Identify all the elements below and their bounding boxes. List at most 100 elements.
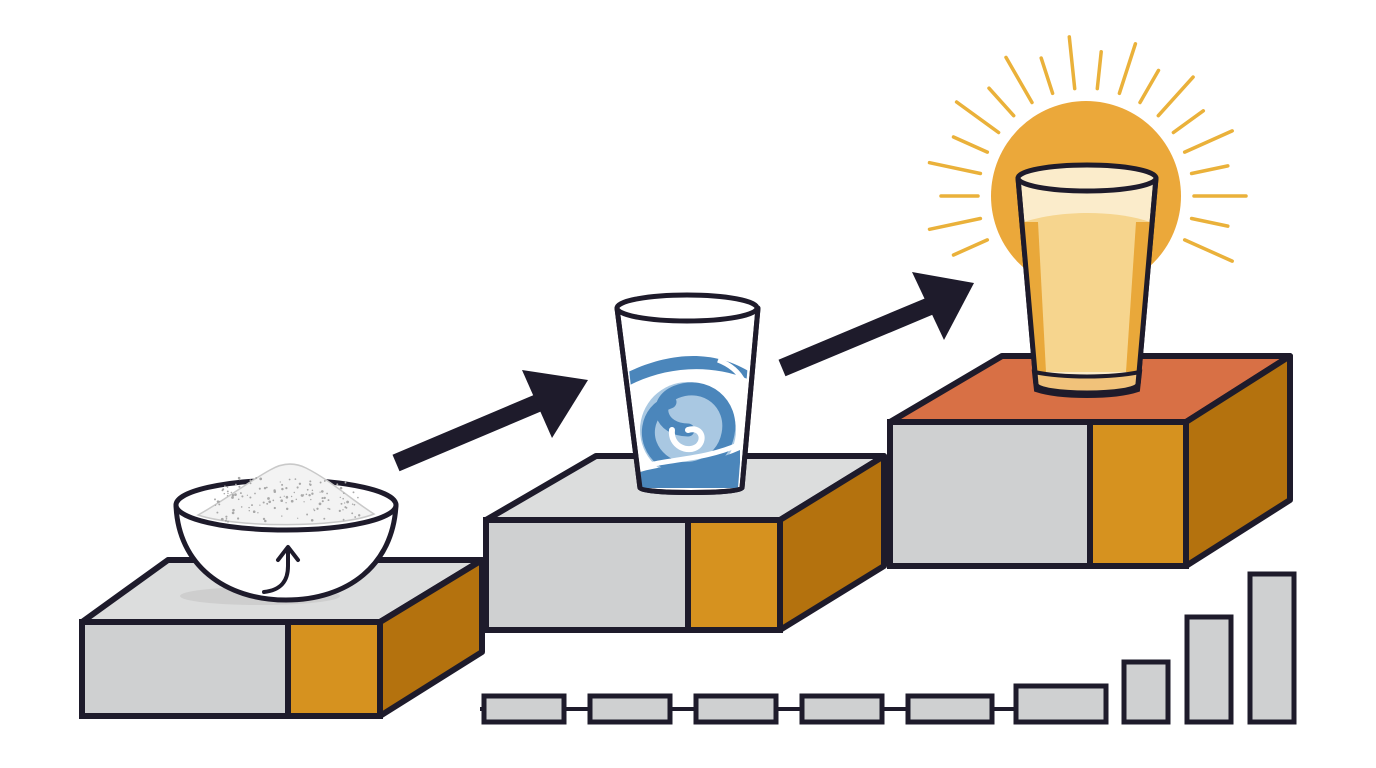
sugar-grain: [313, 508, 315, 510]
sugar-grain: [216, 500, 220, 503]
sugar-grain: [249, 482, 252, 485]
water-swirl: [628, 354, 748, 488]
sugar-grain: [279, 496, 282, 499]
sugar-grain: [224, 519, 227, 522]
sugar-grain: [226, 486, 229, 489]
arrow-icon: [392, 370, 588, 472]
step-3-front-gray: [887, 419, 1093, 569]
sugar-grain: [225, 516, 227, 518]
sugar-grain: [248, 506, 250, 509]
sugar-grain: [321, 500, 324, 503]
sugar-grain: [231, 496, 234, 499]
sugar-grain: [234, 493, 237, 496]
sugar-grain: [296, 486, 299, 489]
sugar-grain: [302, 494, 305, 496]
juice-glass-icon: [1015, 162, 1159, 398]
sun-ray: [987, 86, 1016, 118]
sugar-grain: [342, 518, 345, 521]
sugar-grain: [273, 506, 276, 510]
step-2-front-gray: [483, 517, 691, 633]
sugar-grain: [310, 519, 314, 522]
sugar-grain: [327, 507, 329, 510]
sugar-grain: [319, 481, 322, 484]
sugar-grain: [290, 495, 293, 498]
sugar-grain: [285, 487, 288, 490]
sugar-grain: [313, 509, 316, 512]
sugar-grain: [237, 476, 241, 480]
bar-icon: [1247, 571, 1297, 725]
sugar-grain: [316, 507, 319, 510]
sugar-grain: [259, 477, 263, 481]
sun-ray: [1156, 75, 1195, 118]
sun-ray: [1171, 109, 1206, 135]
sugar-grain: [295, 498, 298, 501]
sugar-grain: [262, 501, 265, 504]
step-1-front-gray: [79, 619, 291, 719]
sun-ray: [1095, 50, 1103, 91]
sugar-grain: [249, 479, 252, 482]
chain-link: [587, 693, 673, 725]
sugar-grain: [339, 496, 341, 499]
sun-ray: [1067, 35, 1077, 91]
sugar-grain: [327, 499, 330, 502]
sugar-grain: [218, 503, 221, 506]
sugar-grain: [231, 493, 235, 497]
sugar-grain: [323, 517, 326, 520]
sugar-grain: [306, 488, 309, 491]
sun-ray: [1182, 129, 1234, 154]
sugar-grain: [227, 492, 229, 495]
sugar-grain: [357, 496, 359, 499]
sugar-grain: [340, 502, 343, 505]
sugar-grain: [264, 519, 267, 523]
sugar-grain: [305, 493, 308, 496]
bowl-up-arrow-icon: [262, 546, 290, 594]
sugar-grain: [339, 486, 343, 490]
sugar-grain: [246, 494, 249, 496]
sugar-grain: [354, 516, 357, 518]
sugar-grain: [266, 502, 269, 505]
sugar-grain: [323, 479, 326, 482]
sun-ray: [1004, 55, 1034, 105]
sugar-grain: [254, 492, 256, 495]
sugar-grain: [226, 495, 229, 497]
sugar-grain: [251, 504, 253, 507]
step-3-front-orange: [1087, 419, 1189, 569]
sugar-grain: [318, 502, 322, 506]
sugar-grain: [342, 509, 344, 511]
juice-highlight-left: [1024, 222, 1046, 372]
sugar-grain: [216, 511, 219, 514]
arrow-1-head: [522, 370, 588, 438]
sun-ray: [954, 100, 1001, 135]
sugar-grain: [297, 517, 299, 519]
sugar-grain: [320, 490, 324, 493]
sugar-grain: [230, 491, 232, 494]
sugar-grain: [342, 497, 344, 500]
water-glass-rim: [614, 292, 760, 324]
sugar-grain: [281, 483, 284, 486]
sugar-grain: [351, 503, 354, 505]
sugar-grain: [281, 487, 284, 491]
chain-link: [799, 693, 885, 725]
sugar-grain: [319, 491, 321, 493]
sugar-grain: [328, 508, 331, 510]
sugar-grain: [214, 498, 216, 501]
sugar-grain: [235, 483, 237, 486]
sugar-grain: [345, 506, 348, 509]
chain-link: [693, 693, 779, 725]
sugar-grain: [255, 477, 258, 479]
sugar-grain: [226, 490, 229, 493]
step-2-front-orange: [685, 517, 783, 633]
bar-icon: [1121, 659, 1171, 725]
sugar-grain: [239, 492, 242, 495]
chain-link: [481, 693, 567, 725]
sugar-grain: [238, 485, 241, 488]
sugar-grain: [281, 515, 283, 517]
sugar-grain-texture: [214, 476, 361, 523]
sugar-grain: [303, 501, 305, 503]
sun-ray: [927, 216, 983, 232]
sugar-grain: [267, 497, 270, 500]
sugar-grain: [237, 517, 240, 520]
sugar-grain: [343, 502, 346, 504]
sugar-grain: [227, 520, 229, 523]
